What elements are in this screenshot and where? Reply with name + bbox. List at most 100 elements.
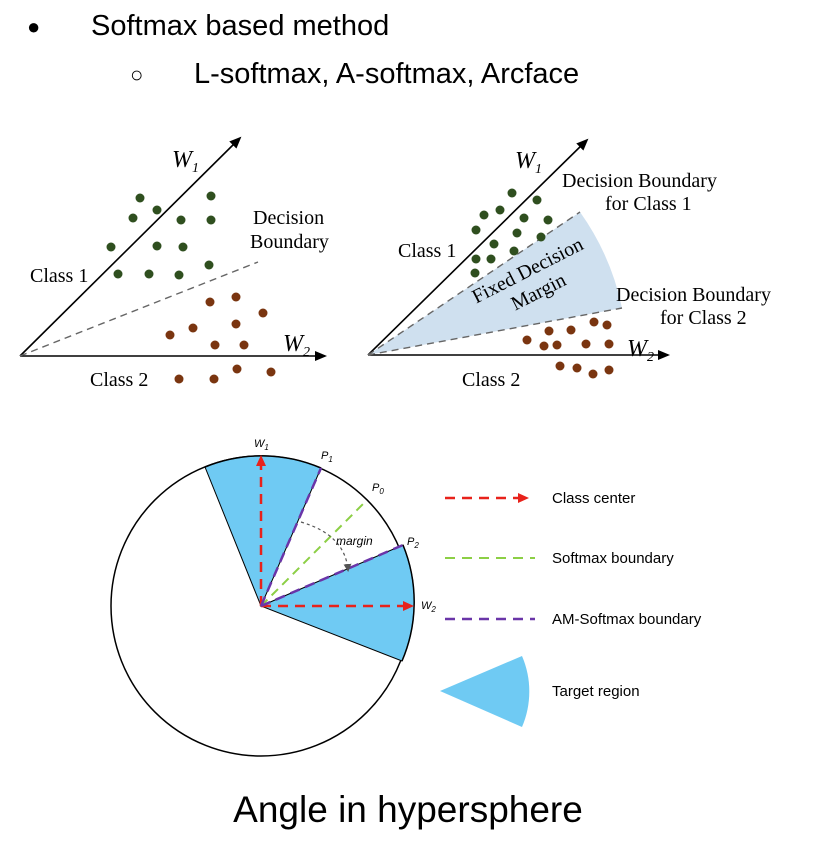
- class2-dot: [188, 323, 198, 333]
- class1-dot: [512, 228, 522, 238]
- class2-dot: [572, 363, 582, 373]
- bullet-dot-icon: ●: [27, 13, 41, 39]
- class2-dot: [231, 292, 241, 302]
- left-class2-label: Class 2: [90, 369, 148, 391]
- right-class2-dots: [522, 317, 614, 379]
- class2-dot: [589, 317, 599, 327]
- hyper-p2-label: P2: [407, 536, 419, 550]
- class1-dot: [113, 269, 123, 279]
- class2-dot: [210, 340, 220, 350]
- right-w1-axis: [367, 138, 589, 356]
- class1-dot: [519, 213, 529, 223]
- class2-dot: [581, 339, 591, 349]
- am-softmax-boundary-p1: [259, 467, 323, 607]
- class2-dot: [552, 340, 562, 350]
- legend: Class center Softmax boundary AM-Softmax…: [440, 490, 702, 727]
- right-boundary1-label-2: for Class 1: [605, 193, 692, 215]
- class1-dot: [489, 239, 499, 249]
- left-decision-label-1: Decision: [253, 207, 324, 229]
- left-w1-axis: [19, 136, 242, 357]
- class1-dot: [509, 246, 519, 256]
- class2-dot: [566, 325, 576, 335]
- left-diagram: W1 W2 Class 1 Class 2 Decision Boundary: [19, 136, 329, 391]
- class2-dot: [232, 364, 242, 374]
- right-boundary2-label-2: for Class 2: [660, 307, 747, 329]
- bullet-level1: ● Softmax based method: [27, 10, 389, 43]
- right-class1-label: Class 1: [398, 240, 456, 262]
- class1-dot: [536, 232, 546, 242]
- class1-dot: [470, 268, 480, 278]
- class1-dot: [471, 254, 481, 264]
- class2-dot: [266, 367, 276, 377]
- class2-dot: [239, 340, 249, 350]
- class2-dot: [588, 369, 598, 379]
- left-w2-label: W2: [283, 331, 310, 360]
- bullet-level1-text: Softmax based method: [91, 10, 390, 42]
- class2-dot: [555, 361, 565, 371]
- left-class1-dots: [106, 191, 216, 280]
- figure-caption: Angle in hypersphere: [233, 789, 583, 830]
- legend-softmax-label: Softmax boundary: [552, 550, 674, 567]
- bullet-level2-text: L-softmax, A-softmax, Arcface: [194, 58, 580, 90]
- hyper-w1-label: W1: [254, 438, 269, 452]
- bullet-level2: ○ L-softmax, A-softmax, Arcface: [130, 58, 579, 91]
- class1-dot: [128, 213, 138, 223]
- class1-dot: [532, 195, 542, 205]
- class1-dot: [495, 205, 505, 215]
- right-boundary1-label-1: Decision Boundary: [562, 170, 717, 192]
- class2-dot: [604, 365, 614, 375]
- class2-dot: [258, 308, 268, 318]
- left-w1-label: W1: [172, 147, 199, 176]
- right-w1-label: W1: [515, 148, 542, 177]
- hypersphere-diagram: W1 W2 P1 P0 P2 margin: [110, 438, 436, 757]
- right-boundary2-label-1: Decision Boundary: [616, 284, 771, 306]
- class2-dot: [544, 326, 554, 336]
- right-boundary-class1: [367, 211, 581, 356]
- class2-dot: [174, 374, 184, 384]
- right-class1-dots: [470, 188, 553, 278]
- bullet-circle-icon: ○: [130, 61, 144, 87]
- legend-target-region-swatch: [440, 656, 530, 727]
- left-class2-dots: [165, 292, 276, 384]
- class1-dot: [178, 242, 188, 252]
- class1-dot: [471, 225, 481, 235]
- class1-dot: [507, 188, 517, 198]
- class1-dot: [152, 241, 162, 251]
- am-softmax-boundary-p2: [260, 543, 404, 608]
- class1-dot: [543, 215, 553, 225]
- legend-target-region-label: Target region: [552, 683, 640, 700]
- class1-dot: [174, 270, 184, 280]
- class1-dot: [152, 205, 162, 215]
- right-w2-label: W2: [627, 336, 654, 365]
- hyper-w2-label: W2: [421, 600, 436, 614]
- class2-dot: [539, 341, 549, 351]
- class1-dot: [176, 215, 186, 225]
- margin-arc: [300, 521, 352, 572]
- class1-dot: [106, 242, 116, 252]
- left-decision-boundary: [19, 261, 259, 357]
- class1-dot: [204, 260, 214, 270]
- left-class1-label: Class 1: [30, 265, 88, 287]
- right-class2-label: Class 2: [462, 369, 520, 391]
- class2-dot: [604, 339, 614, 349]
- right-diagram: W1 W2 Class 1 Class 2 Decision Boundary …: [367, 138, 771, 391]
- hyper-p0-label: P0: [372, 482, 384, 496]
- class2-dot: [205, 297, 215, 307]
- class1-dot: [144, 269, 154, 279]
- class2-dot: [522, 335, 532, 345]
- softmax-boundary-p0: [260, 499, 368, 607]
- class2-dot: [209, 374, 219, 384]
- class2-dot: [602, 320, 612, 330]
- class2-dot: [231, 319, 241, 329]
- class2-dot: [165, 330, 175, 340]
- left-decision-label-2: Boundary: [250, 231, 329, 253]
- hyper-p1-label: P1: [321, 450, 333, 464]
- legend-class-center-label: Class center: [552, 490, 635, 507]
- class1-dot: [206, 215, 216, 225]
- class1-dot: [486, 254, 496, 264]
- class1-dot: [479, 210, 489, 220]
- class1-dot: [135, 193, 145, 203]
- legend-am-softmax-label: AM-Softmax boundary: [552, 611, 702, 628]
- margin-label: margin: [336, 534, 373, 548]
